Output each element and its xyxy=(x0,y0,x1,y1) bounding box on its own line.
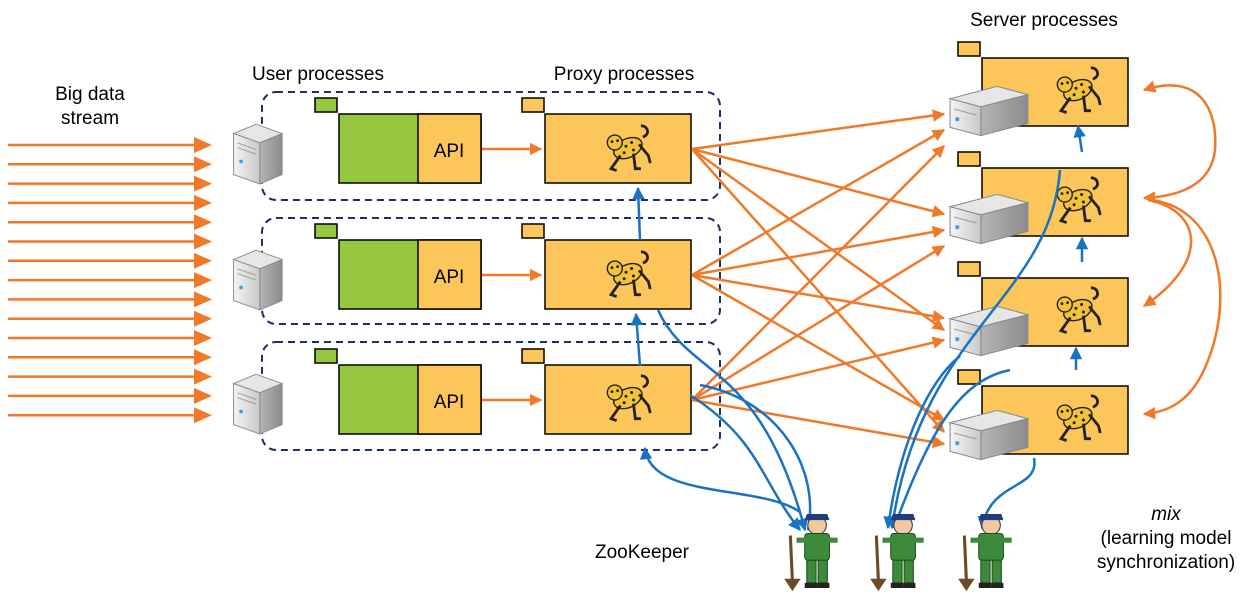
stream-arrow-head xyxy=(194,291,212,308)
server-process-2 xyxy=(949,151,1129,245)
zk-arrow xyxy=(632,186,645,241)
big-data-label-line1: Big data xyxy=(55,84,125,105)
mesh-arrow xyxy=(691,147,946,332)
server-icon xyxy=(233,373,283,435)
user-row-3: API xyxy=(233,341,721,451)
server-icon xyxy=(949,85,1029,137)
zk-arrow xyxy=(689,393,801,531)
mesh-arrow xyxy=(691,148,945,433)
zk-arrow xyxy=(699,383,812,531)
stream-arrow-head xyxy=(194,310,212,327)
mix-sync-arrows xyxy=(1142,80,1222,420)
stream-arrow-head xyxy=(194,330,212,346)
zk-arrow xyxy=(630,312,644,367)
mix-arrow xyxy=(1142,198,1193,308)
api-label: API xyxy=(434,392,465,413)
stream-arrow-head xyxy=(194,387,212,404)
api-box xyxy=(417,364,482,435)
stream-arrow-head xyxy=(194,137,212,153)
stream-arrow-head xyxy=(194,233,212,250)
server-process-4 xyxy=(949,369,1129,461)
mesh-arrow xyxy=(691,145,945,401)
mix-label-line2: (learning model xyxy=(1101,528,1232,549)
user-process-tab xyxy=(314,97,338,113)
zookeeper-icon xyxy=(868,512,926,593)
stream-arrow-head xyxy=(194,272,212,289)
user-process-tab xyxy=(314,223,338,239)
api-box xyxy=(417,113,482,184)
mesh-arrow xyxy=(691,109,946,151)
big-data-label-line2: stream xyxy=(61,108,119,129)
zk-arrow xyxy=(892,368,1011,529)
server-process-tab xyxy=(957,151,981,167)
zookeeper-arrows xyxy=(630,124,1089,532)
zk-arrow xyxy=(1073,124,1086,153)
zookeeper-icon xyxy=(782,512,840,593)
proxy-process-tab xyxy=(521,348,545,364)
stream-arrow-head xyxy=(194,175,212,192)
big-data-stream-arrows xyxy=(8,137,212,424)
proxy-process-tab xyxy=(521,97,545,113)
zookeeper-label: ZooKeeper xyxy=(595,542,690,563)
mix-arrow xyxy=(1142,80,1217,204)
server-icon xyxy=(233,123,283,185)
stream-arrow-head xyxy=(194,214,212,231)
user-processes-label: User processes xyxy=(252,64,384,85)
mix-label-line3: synchronization) xyxy=(1097,552,1235,573)
server-process-1 xyxy=(949,41,1129,137)
api-to-proxy-arrows xyxy=(482,142,543,407)
user-row-1: API xyxy=(233,91,721,201)
zk-arrow xyxy=(656,309,809,532)
stream-arrow-head xyxy=(194,194,212,211)
mesh-arrow xyxy=(691,225,946,277)
user-row-2: API xyxy=(233,217,721,325)
api-label: API xyxy=(434,267,465,288)
zk-arrow xyxy=(883,355,961,530)
mesh-arrow xyxy=(691,147,946,218)
zk-arrow xyxy=(639,446,801,514)
mesh-arrow xyxy=(691,273,946,422)
stream-arrow-head xyxy=(194,252,212,269)
zookeeper-icon xyxy=(956,512,1014,593)
zk-arrow xyxy=(887,169,1062,530)
stream-arrow-head xyxy=(194,368,212,385)
stream-arrow-head xyxy=(194,156,212,173)
server-process-tab xyxy=(957,261,981,277)
user-process-tab xyxy=(314,348,338,364)
api-box xyxy=(417,239,482,310)
proxy-processes-label: Proxy processes xyxy=(554,64,694,85)
mesh-arrow xyxy=(691,398,946,449)
proxy-process-tab xyxy=(521,223,545,239)
server-process-tab xyxy=(957,369,981,385)
mesh-arrow xyxy=(691,128,946,277)
api-label: API xyxy=(434,141,465,162)
server-processes-label: Server processes xyxy=(970,10,1118,31)
server-icon xyxy=(233,249,283,311)
mix-arrow xyxy=(1142,198,1222,420)
mix-label: mix xyxy=(1151,504,1182,525)
server-process-3 xyxy=(949,261,1129,357)
mesh-arrow xyxy=(691,273,946,323)
server-process-tab xyxy=(957,41,981,57)
stream-arrow-head xyxy=(194,349,212,366)
mesh-arrow xyxy=(691,244,946,402)
stream-arrow-head xyxy=(194,407,212,424)
